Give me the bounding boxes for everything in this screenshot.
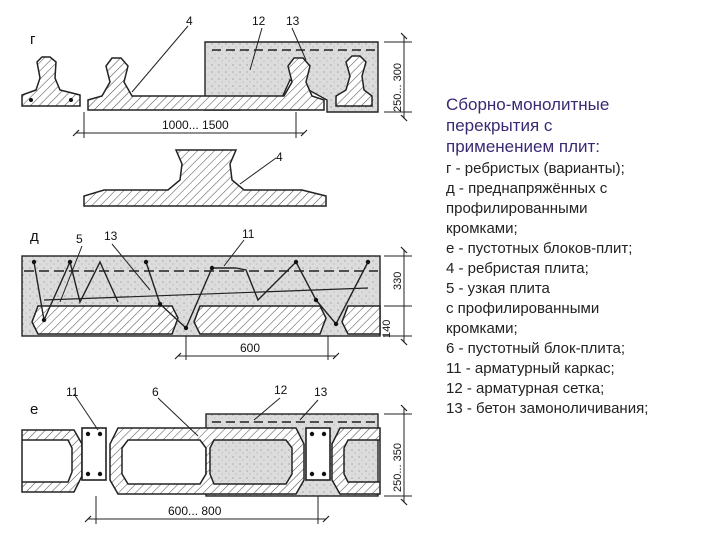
e-left-block [21, 429, 83, 493]
e-dim-height: 250... 350 [392, 443, 404, 492]
caption-line: 4 - ребристая плита; [446, 260, 589, 277]
e-reinforcement-cage [305, 427, 331, 481]
g-callout-4: 4 [186, 14, 193, 28]
figure-caption: Сборно-монолитные перекрытия с применени… [446, 94, 716, 419]
caption-line: 13 - бетон замоноличивания; [446, 400, 649, 417]
caption-line: с профилированными [446, 300, 600, 317]
caption-line: 6 - пустотный блок-плита; [446, 340, 626, 357]
g-dim-height: 250... 300 [392, 63, 404, 112]
section-letter-e: е [30, 401, 38, 418]
g-right-rib [335, 55, 373, 107]
rib-detail: 4 [83, 149, 327, 207]
rib-detail-slab [83, 149, 327, 207]
caption-title-line: перекрытия с [446, 116, 553, 135]
e-callout-6: 6 [152, 385, 159, 399]
e-callout-12: 12 [274, 383, 288, 397]
section-letter-d: д [30, 228, 39, 245]
caption-title-line: Сборно-монолитные [446, 95, 610, 114]
caption-line: профилированными [446, 200, 588, 217]
caption-line: д - преднапряжённых с [446, 180, 608, 197]
d-callout-13: 13 [104, 229, 118, 243]
d-narrow-slab [193, 305, 327, 335]
d-callout-11: 11 [242, 227, 255, 241]
d-dim-140: 140 [381, 320, 393, 338]
g-rebar [29, 98, 33, 102]
caption-line: кромками; [446, 320, 518, 337]
rib-callout-4: 4 [276, 150, 283, 164]
floor-construction-diagram: г 4 12 13 250... 300 1000... 1500 [21, 14, 412, 524]
caption-line: г - ребристых (варианты); [446, 160, 625, 177]
g-ribbed-slab [87, 57, 325, 111]
d-dim-600: 600 [240, 341, 260, 355]
d-dim-330: 330 [392, 272, 404, 290]
section-e: е 11 6 12 13 250... 350 [21, 383, 412, 524]
e-callout-11: 11 [66, 385, 79, 399]
g-left-rib [21, 56, 81, 107]
e-right-block [331, 427, 381, 495]
g-callout-13: 13 [286, 14, 300, 28]
section-letter-g: г [30, 31, 36, 48]
e-callout-13: 13 [314, 385, 328, 399]
e-dim-width: 600... 800 [168, 504, 222, 518]
caption-line: е - пустотных блоков-плит; [446, 240, 633, 257]
g-dim-width: 1000... 1500 [162, 118, 229, 132]
caption-title: Сборно-монолитные перекрытия с применени… [446, 94, 716, 157]
section-d: д 5 13 11 330 140 600 [21, 227, 412, 360]
caption-line: 12 - арматурная сетка; [446, 380, 605, 397]
d-callout-5: 5 [76, 232, 83, 246]
caption-line: кромками; [446, 220, 518, 237]
section-g: г 4 12 13 250... 300 1000... 1500 [21, 14, 412, 138]
g-callout-12: 12 [252, 14, 266, 28]
g-rebar [69, 98, 73, 102]
d-narrow-slab [31, 305, 179, 335]
caption-line: 11 - арматурный каркас; [446, 360, 615, 377]
d-narrow-slab [341, 305, 381, 335]
e-reinforcement-cage [81, 427, 107, 481]
caption-title-line: применением плит: [446, 137, 601, 156]
e-hollow-block [109, 427, 305, 495]
d-reinforcement-cage [33, 259, 119, 323]
caption-line: 5 - узкая плита [446, 280, 550, 297]
